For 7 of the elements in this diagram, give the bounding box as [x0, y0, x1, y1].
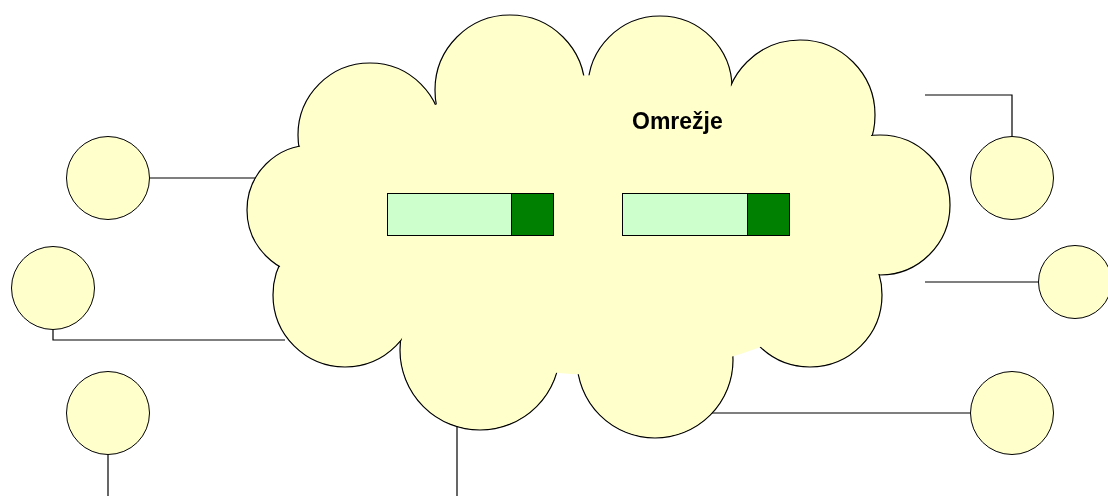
connector-line: [924, 281, 1039, 283]
connector-line: [924, 94, 1013, 137]
network-label: Omrežje: [632, 108, 723, 135]
packet-bar: [622, 193, 790, 236]
connector-line: [52, 329, 286, 341]
connector-line: [107, 454, 109, 496]
packet-bar: [387, 193, 554, 236]
